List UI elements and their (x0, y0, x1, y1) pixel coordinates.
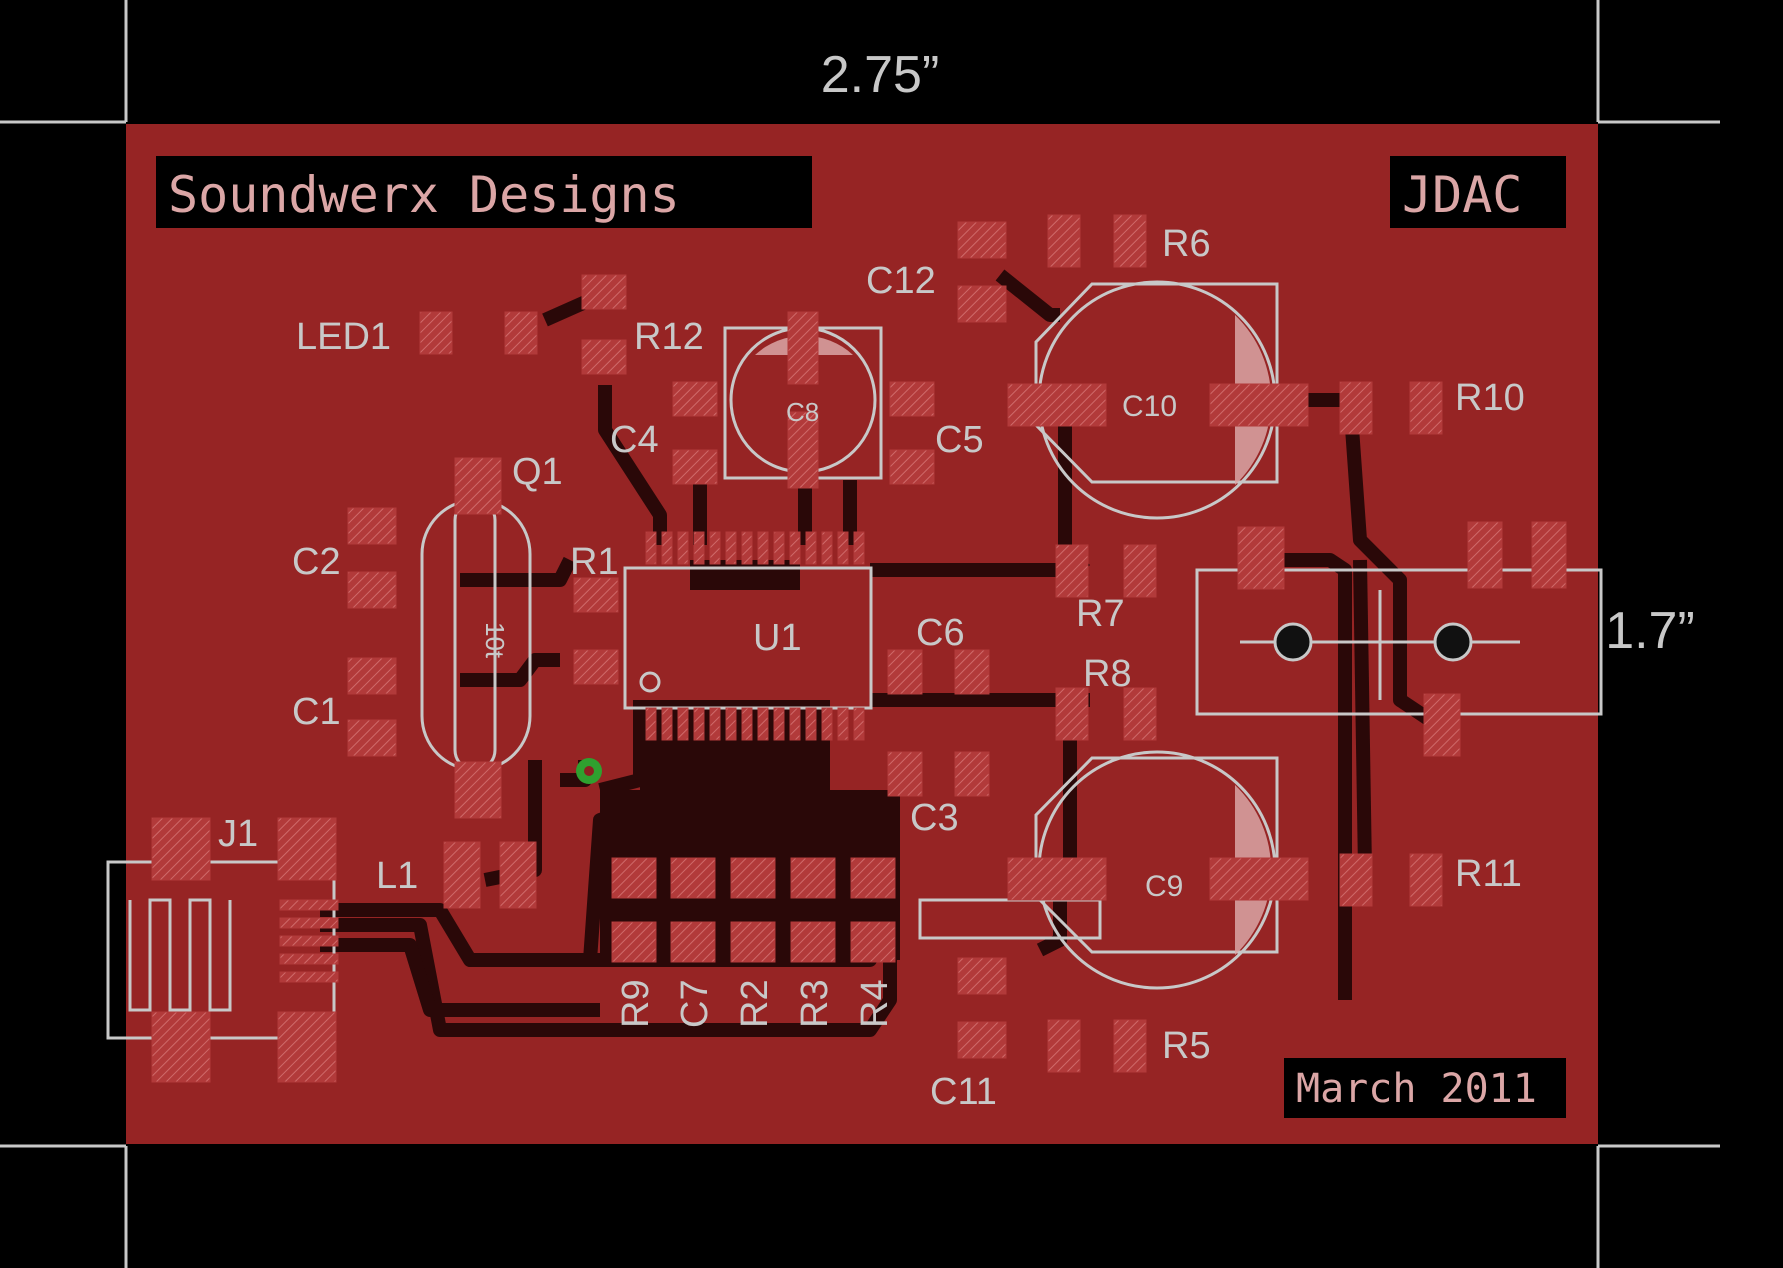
label-q1: Q1 (512, 451, 563, 493)
label-r8: R8 (1083, 653, 1132, 695)
label-c11: C11 (930, 1071, 997, 1113)
label-c12: C12 (866, 260, 936, 302)
label-c7: C7 (674, 979, 716, 1028)
pads (151, 214, 1567, 1083)
usb-connector-contacts (128, 898, 232, 1012)
label-r2: R2 (734, 979, 776, 1028)
label-r1: R1 (570, 541, 619, 583)
label-l1: L1 (376, 855, 418, 897)
label-led1: LED1 (296, 316, 391, 358)
width-dimension-label: 2.75” (821, 46, 940, 104)
product-title-block (1390, 156, 1566, 228)
label-r9: R9 (615, 979, 657, 1028)
label-u1: U1 (753, 617, 802, 659)
label-r12: R12 (634, 316, 704, 358)
label-c3: C3 (910, 797, 959, 839)
product-name: JDAC (1402, 166, 1522, 224)
via-green-center (584, 766, 594, 776)
label-r7: R7 (1076, 593, 1125, 635)
label-r5: R5 (1162, 1025, 1211, 1067)
label-r6: R6 (1162, 223, 1211, 265)
label-r4: R4 (854, 979, 896, 1028)
company-title-block (156, 156, 812, 228)
label-c6: C6 (916, 612, 965, 654)
design-date: March 2011 (1296, 1066, 1537, 1112)
label-c2: C2 (292, 541, 341, 583)
label-c10: C10 (1122, 390, 1177, 423)
mounting-hole-left (1273, 622, 1313, 662)
date-title-block (1284, 1058, 1566, 1118)
label-r10: R10 (1455, 377, 1525, 419)
label-c9: C9 (1145, 870, 1183, 903)
label-crystal-value: 10t (480, 622, 510, 659)
label-c1: C1 (292, 691, 341, 733)
label-r3: R3 (794, 979, 836, 1028)
component-labels: R6 C12 LED1 R12 C8 C4 C5 C10 R10 Q1 C2 R… (218, 223, 1525, 1113)
label-c8: C8 (786, 397, 819, 427)
label-r11: R11 (1455, 853, 1522, 895)
label-j1: J1 (218, 813, 258, 855)
label-c4: C4 (610, 419, 659, 461)
label-c5: C5 (935, 419, 984, 461)
mounting-hole-right (1433, 622, 1473, 662)
height-dimension-label: 1.7” (1605, 602, 1695, 660)
copper-pour (126, 124, 1598, 1144)
dimension-lines (0, 0, 1720, 1268)
company-name: Soundwerx Designs (168, 166, 680, 224)
